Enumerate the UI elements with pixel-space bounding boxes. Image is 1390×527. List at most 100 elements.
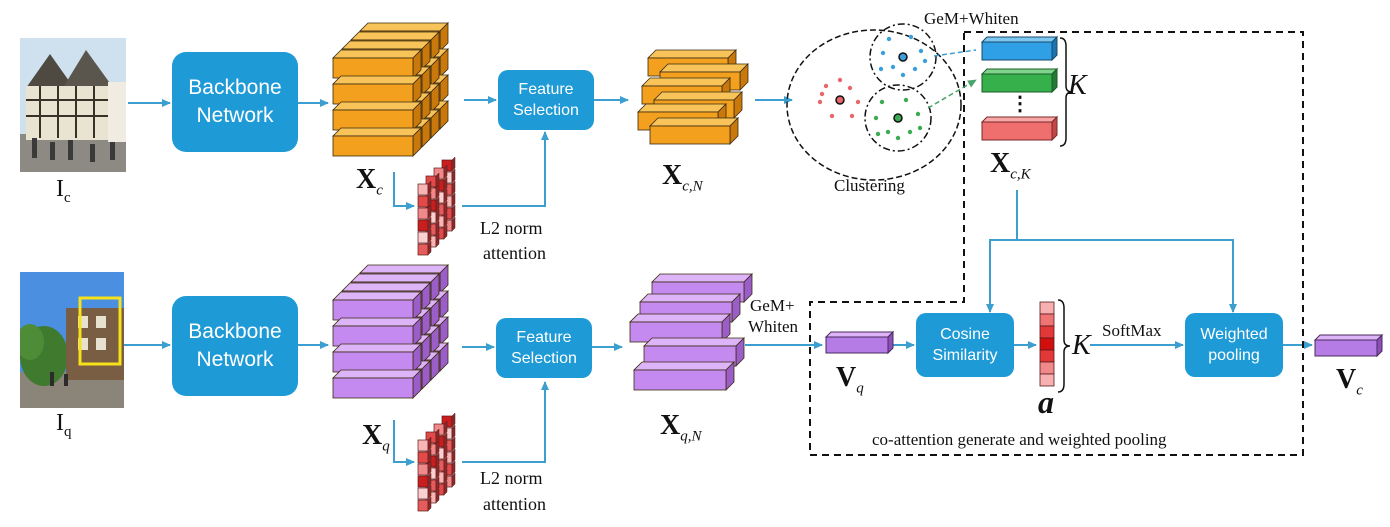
attention-cell xyxy=(417,499,429,512)
cluster-descriptor-red xyxy=(980,115,1059,142)
attention-cell xyxy=(417,195,429,208)
cluster-point xyxy=(917,125,923,131)
attention-cell-side xyxy=(451,204,456,220)
street-photo-icon xyxy=(20,272,124,408)
attention-cell-side xyxy=(443,420,448,436)
label-gem-bottom-2: Whiten xyxy=(748,317,799,336)
label-xc: Xc xyxy=(356,164,383,199)
attention-cell-side xyxy=(427,240,432,256)
label-xck: Xc,K xyxy=(990,148,1031,183)
label-k-top: K xyxy=(1068,70,1087,101)
attention-cell-side xyxy=(435,476,440,492)
attention-cell-side xyxy=(435,184,440,200)
cluster-point xyxy=(823,83,829,89)
attention-cell xyxy=(417,183,429,196)
attention-cell-side xyxy=(435,196,440,212)
label-vq: Vq xyxy=(836,362,864,397)
attention-cell-side xyxy=(427,192,432,208)
attention-cell xyxy=(417,487,429,500)
label-image-c: Ic xyxy=(56,176,71,206)
k-brace-top xyxy=(1059,37,1073,147)
backbone-bottom-label: Backbone Network xyxy=(188,320,282,371)
cluster-point xyxy=(878,66,884,72)
cluster-point xyxy=(885,129,891,135)
backbone-network-top: Backbone Network xyxy=(172,52,298,152)
backbone-network-bottom: Backbone Network xyxy=(172,296,298,396)
attention-cell-side xyxy=(427,460,432,476)
feature-volume-xq xyxy=(332,264,449,399)
cluster-point xyxy=(907,129,913,135)
cluster-point xyxy=(849,113,855,119)
label-xqn: Xq,N xyxy=(660,410,702,445)
cluster-point xyxy=(908,34,914,40)
attention-weight-cell xyxy=(1039,373,1055,387)
feature-slab xyxy=(643,337,745,367)
street-image-c xyxy=(20,38,126,172)
cluster-point xyxy=(900,72,906,78)
label-clustering: Clustering xyxy=(834,176,905,195)
feature-volume-xcn xyxy=(637,49,749,145)
label-l2-bottom-1: L2 norm xyxy=(480,468,543,488)
vc-descriptor xyxy=(1313,333,1384,358)
k-brace-bottom xyxy=(1057,299,1071,393)
attention-cell-side xyxy=(427,180,432,196)
attention-cell-side xyxy=(435,172,440,188)
feature-slab xyxy=(332,101,422,131)
attention-cell-side xyxy=(435,464,440,480)
feature-slab xyxy=(629,313,731,343)
attention-cell-side xyxy=(435,208,440,224)
attention-cell-side xyxy=(443,164,448,180)
cluster-point xyxy=(829,113,835,119)
feature-slab xyxy=(332,291,422,321)
attention-weight-cell xyxy=(1039,313,1055,327)
cluster-point xyxy=(915,111,921,117)
attention-cell-side xyxy=(443,188,448,204)
l2-attention-map-top xyxy=(417,156,456,256)
cluster-point xyxy=(875,131,881,137)
feature-slab xyxy=(332,369,422,399)
attention-cell-side xyxy=(427,216,432,232)
cluster-center xyxy=(893,113,903,123)
attention-cell-side xyxy=(451,216,456,232)
label-xcn: Xc,N xyxy=(662,160,703,195)
feature-selection-top-label: Feature Selection xyxy=(513,81,579,119)
attention-cell-side xyxy=(443,480,448,496)
attention-cell-side xyxy=(451,472,456,488)
attention-cell-side xyxy=(443,224,448,240)
attention-cell-side xyxy=(451,460,456,476)
attention-cell-side xyxy=(435,440,440,456)
l2-attention-map-bottom xyxy=(417,412,456,512)
attention-cell-side xyxy=(435,488,440,504)
label-l2-top-1: L2 norm xyxy=(480,218,543,238)
attention-cell-side xyxy=(427,204,432,220)
backbone-top-label: Backbone Network xyxy=(188,76,282,127)
feature-slab xyxy=(633,361,735,391)
cluster-point xyxy=(890,64,896,70)
label-l2-top-2: attention xyxy=(483,243,546,263)
label-xq: Xq xyxy=(362,420,390,455)
cluster-point xyxy=(912,66,918,72)
attention-cell-side xyxy=(443,444,448,460)
cluster-point xyxy=(886,36,892,42)
feature-selection-bottom-label: Feature Selection xyxy=(511,329,577,367)
attention-cell-side xyxy=(451,180,456,196)
attention-cell-side xyxy=(435,428,440,444)
attention-cell-side xyxy=(443,200,448,216)
attention-cell-side xyxy=(451,436,456,452)
label-vc: Vc xyxy=(1336,364,1363,399)
cluster-point xyxy=(817,99,823,105)
cluster-point xyxy=(855,99,861,105)
attention-cell-side xyxy=(427,228,432,244)
cluster-point xyxy=(922,58,928,64)
attention-cell-side xyxy=(443,456,448,472)
clustering-figure xyxy=(786,23,962,181)
label-coattention: co-attention generate and weighted pooli… xyxy=(872,430,1167,449)
attention-cell xyxy=(417,463,429,476)
cluster-center xyxy=(898,52,908,62)
label-softmax: SoftMax xyxy=(1102,321,1162,340)
cluster-point xyxy=(819,91,825,97)
cluster-point xyxy=(837,77,843,83)
label-gem-whiten-top: GeM+Whiten xyxy=(924,9,1019,28)
label-k-bottom: K xyxy=(1072,330,1091,361)
street-image-q xyxy=(20,272,124,408)
